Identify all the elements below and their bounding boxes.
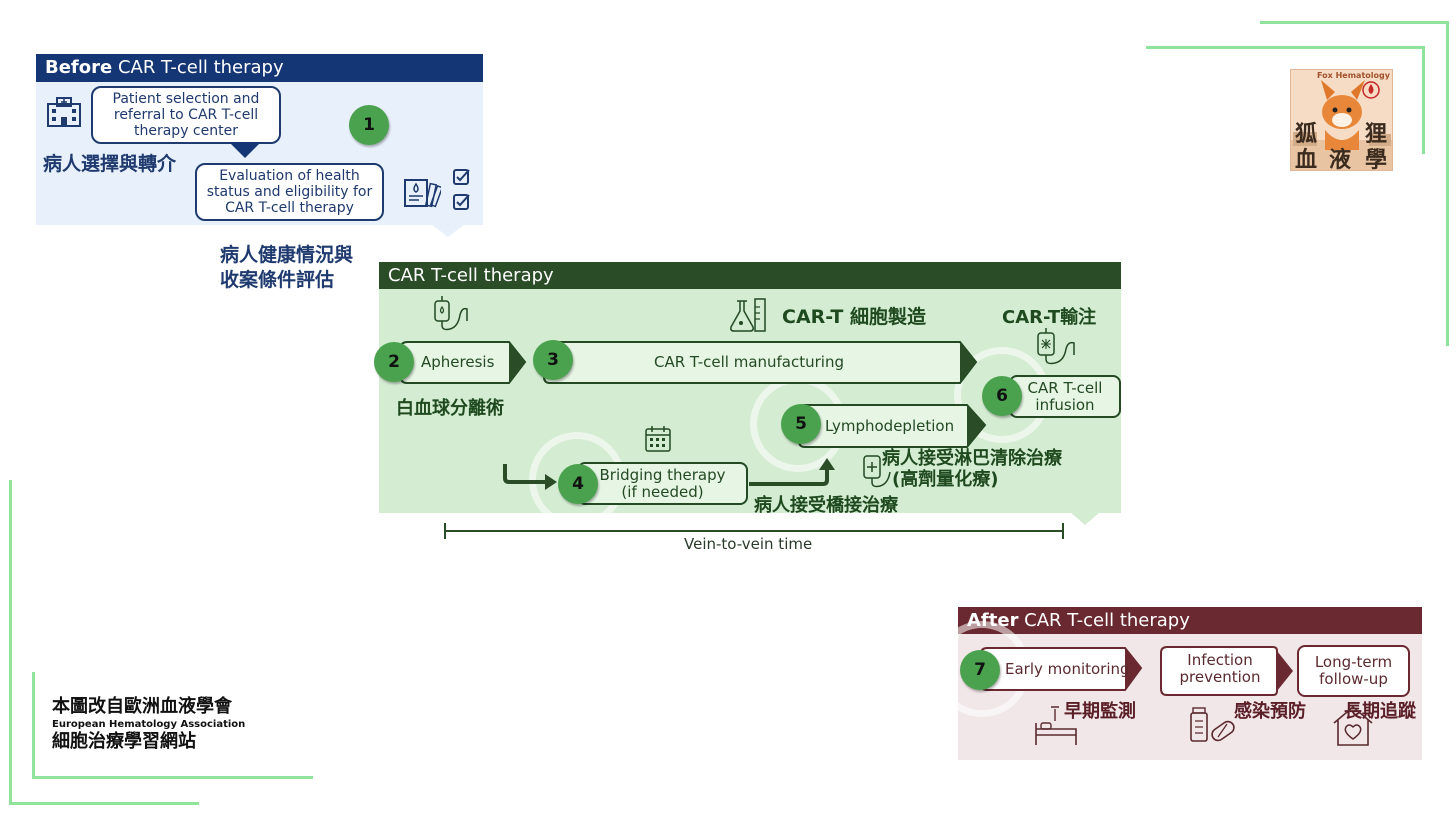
step-6-badge: 6	[982, 376, 1022, 416]
zh-lymphodepletion-line2: (高劑量化療)	[882, 469, 1062, 490]
before-header-bold: Before	[45, 57, 112, 78]
zh-manufacturing: CAR-T 細胞製造	[782, 307, 926, 328]
followup-line2: follow-up	[1319, 671, 1388, 688]
followup-line1: Long-term	[1315, 654, 1392, 671]
infection-line2: prevention	[1161, 669, 1279, 686]
frame-line	[9, 480, 12, 805]
apheresis-label: Apheresis	[421, 353, 494, 371]
infection-line1: Infection	[1161, 652, 1279, 669]
step-4-badge: 4	[558, 464, 598, 504]
frame-line	[9, 802, 199, 805]
frame-line	[32, 672, 35, 778]
after-panel: After CAR T-cell therapy Early monitorin…	[958, 607, 1422, 760]
bridging-box: Bridging therapy (if needed)	[577, 462, 748, 505]
patient-selection-text: Patient selection and referral to CAR T-…	[101, 91, 271, 139]
home-heart-icon	[1330, 703, 1376, 747]
credit-line2: European Hematology Association	[52, 719, 245, 730]
bridging-line2: (if needed)	[621, 484, 703, 501]
infusion-bag-icon	[1034, 327, 1080, 367]
credit-line1: 本圖改自歐洲血液學會	[52, 695, 245, 719]
logo-top-text: Fox Hematology	[1317, 71, 1390, 80]
frame-line	[1146, 46, 1425, 49]
vaccine-pills-icon	[1187, 705, 1239, 745]
checkbox-icon	[453, 193, 471, 211]
step-1-badge: 1	[349, 105, 389, 145]
evaluation-text: Evaluation of health status and eligibil…	[203, 168, 376, 216]
step-3-badge: 3	[533, 340, 573, 380]
cart-panel: CAR T-cell therapy Apheresis 2 白血球分離術 CA…	[379, 262, 1121, 513]
pointer-triangle	[229, 142, 261, 160]
logo-char-3: 血	[1295, 142, 1317, 171]
step-5-badge: 5	[781, 404, 821, 444]
iv-bag-icon	[431, 295, 471, 333]
evaluation-box: Evaluation of health status and eligibil…	[195, 163, 384, 221]
lymphodepletion-label: Lymphodepletion	[825, 417, 954, 435]
frame-line	[32, 776, 313, 779]
frame-line	[1260, 21, 1448, 24]
before-panel-pointer	[431, 224, 465, 238]
manufacturing-label: CAR T-cell manufacturing	[654, 353, 844, 371]
before-header-text: CAR T-cell therapy	[112, 57, 283, 78]
calendar-icon	[644, 425, 672, 453]
credit-line3: 細胞治療學習網站	[52, 730, 245, 754]
logo-char-5: 學	[1365, 142, 1387, 171]
zh-lymphodepletion-line1: 病人接受淋巴清除治療	[882, 448, 1062, 469]
infection-text: Infection prevention	[1161, 652, 1279, 686]
test-tubes-icon	[403, 172, 441, 210]
source-credit: 本圖改自歐洲血液學會 European Hematology Associati…	[52, 695, 245, 754]
logo-char-4: 液	[1329, 142, 1351, 171]
frame-line	[1422, 46, 1425, 154]
zh-lymphodepletion: 病人接受淋巴清除治療 (高劑量化療)	[882, 448, 1062, 490]
cart-header: CAR T-cell therapy	[379, 262, 1121, 289]
cart-panel-pointer	[1070, 512, 1100, 526]
zh-apheresis: 白血球分離術	[396, 398, 504, 419]
hospital-bed-icon	[1033, 705, 1079, 747]
frame-line	[1446, 21, 1449, 346]
zh-infusion: CAR-T輸注	[1002, 307, 1096, 328]
before-panel: Before CAR T-cell therapy Patient select…	[36, 54, 483, 225]
step-7-badge: 7	[960, 650, 1000, 690]
after-header-text: CAR T-cell therapy	[1018, 610, 1189, 631]
infusion-line1: CAR T-cell	[1028, 380, 1103, 397]
early-monitoring-label: Early monitoring	[1005, 660, 1130, 678]
patient-selection-box: Patient selection and referral to CAR T-…	[91, 86, 281, 144]
after-header: After CAR T-cell therapy	[958, 607, 1422, 634]
lab-flask-icon	[729, 297, 769, 333]
zh-evaluation-line2: 收案條件評估	[220, 268, 353, 293]
zh-evaluation-line1: 病人健康情況與	[220, 243, 353, 268]
followup-box: Long-term follow-up	[1297, 645, 1410, 697]
zh-evaluation: 病人健康情況與 收案條件評估	[220, 243, 353, 293]
bridging-line1: Bridging therapy	[599, 467, 725, 484]
step-2-badge: 2	[374, 342, 414, 382]
hospital-icon	[46, 96, 82, 128]
infusion-line2: infusion	[1035, 397, 1094, 414]
zh-patient-selection: 病人選擇與轉介	[43, 152, 176, 177]
before-header: Before CAR T-cell therapy	[36, 54, 483, 82]
zh-bridging: 病人接受橋接治療	[754, 495, 898, 516]
vein-to-vein-label: Vein-to-vein time	[684, 535, 812, 553]
checkbox-icon	[453, 168, 471, 186]
fox-hematology-logo: Fox Hematology 狐 狸 血 液 學	[1290, 69, 1393, 171]
infusion-box: CAR T-cell infusion	[1009, 375, 1121, 418]
zh-infection: 感染預防	[1234, 697, 1306, 723]
